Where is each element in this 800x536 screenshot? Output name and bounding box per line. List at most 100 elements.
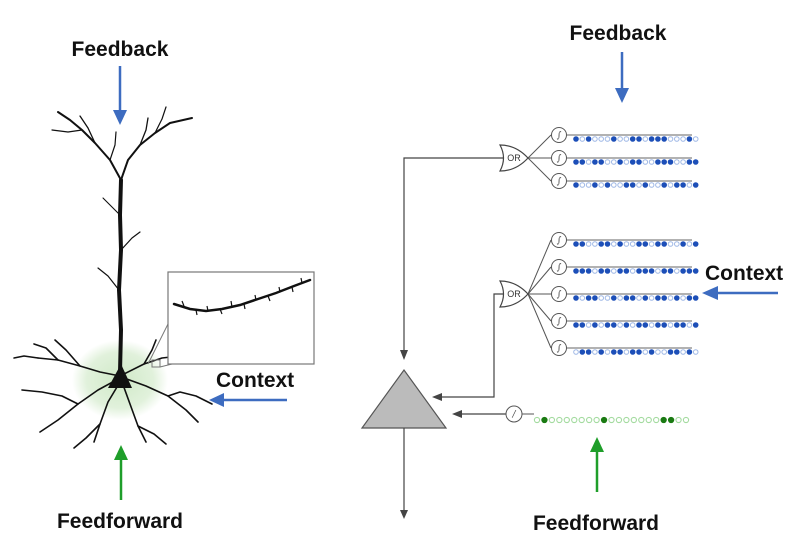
inactive-synapse	[686, 241, 693, 247]
active-synapse	[692, 268, 699, 274]
active-synapse	[642, 295, 649, 301]
active-synapse	[611, 322, 617, 328]
active-synapse	[661, 241, 668, 247]
inactive-synapse	[579, 295, 586, 301]
inactive-synapse	[617, 182, 623, 188]
right-feedforward-arrow	[590, 437, 604, 492]
context-segment: ∫	[551, 232, 699, 248]
inset-dendrite-zoom	[147, 271, 315, 368]
sigmoid-symbol: ∫	[557, 263, 562, 273]
inactive-synapse	[629, 268, 636, 274]
sigmoid-symbol: ∫	[557, 236, 562, 246]
active-synapse	[680, 268, 686, 274]
context-path	[432, 293, 508, 401]
inactive-synapse	[674, 159, 680, 165]
active-synapse	[674, 295, 680, 301]
active-synapse	[573, 295, 579, 301]
inactive-synapse	[655, 268, 661, 274]
or-gate-context-label: OR	[507, 289, 521, 299]
inactive-synapse	[692, 349, 699, 355]
inactive-synapse	[604, 136, 611, 142]
inactive-synapse	[611, 182, 617, 188]
inactive-synapse	[617, 322, 623, 328]
active-synapse	[579, 159, 586, 165]
inactive-synapse	[667, 241, 674, 247]
active-synapse	[573, 159, 579, 165]
active-synapse	[636, 349, 642, 355]
context-segment: ∫	[551, 286, 699, 302]
inactive-synapse	[579, 182, 586, 188]
sigmoid-node	[551, 313, 567, 329]
active-synapse	[680, 241, 686, 247]
inactive-synapse	[655, 182, 661, 188]
inactive-synapse	[642, 349, 649, 355]
active-synapse	[573, 241, 579, 247]
sigmoid-symbol: ∫	[557, 154, 562, 164]
active-synapse	[604, 268, 611, 274]
active-synapse	[680, 322, 686, 328]
active-synapse	[692, 322, 699, 328]
inactive-synapse	[692, 136, 699, 142]
active-synapse	[692, 159, 699, 165]
active-synapse	[604, 322, 611, 328]
active-synapse	[623, 295, 630, 301]
feedforward-synapses	[533, 416, 690, 424]
inactive-ff-synapse	[563, 416, 570, 424]
inactive-ff-synapse	[675, 416, 682, 424]
inactive-synapse	[604, 349, 611, 355]
left-context-arrow	[209, 393, 287, 407]
htm-neuron-model: OR OR ∫∫∫∫∫∫∫∫ /	[360, 127, 699, 519]
inactive-synapse	[686, 182, 693, 188]
inactive-synapse	[667, 295, 674, 301]
active-synapse	[579, 349, 586, 355]
active-synapse	[680, 182, 686, 188]
inactive-synapse	[604, 295, 611, 301]
active-ff-synapse	[667, 416, 675, 424]
active-synapse	[642, 182, 649, 188]
right-feedback-arrow	[615, 52, 629, 103]
inactive-ff-synapse	[630, 416, 637, 424]
active-synapse	[692, 295, 699, 301]
active-synapse	[598, 349, 605, 355]
inactive-synapse	[648, 241, 655, 247]
inactive-synapse	[680, 136, 686, 142]
or-gate-context-wires	[527, 239, 552, 349]
active-synapse	[592, 182, 598, 188]
inactive-synapse	[674, 268, 680, 274]
inactive-ff-synapse	[533, 416, 541, 424]
active-synapse	[674, 182, 680, 188]
active-synapse	[655, 159, 661, 165]
inactive-synapse	[579, 136, 586, 142]
active-synapse	[585, 295, 592, 301]
left-feedforward-label: Feedforward	[57, 510, 183, 533]
inactive-synapse	[629, 322, 636, 328]
active-synapse	[655, 322, 661, 328]
inactive-synapse	[629, 241, 636, 247]
gate-input-wire	[527, 134, 552, 159]
inactive-synapse	[592, 268, 598, 274]
active-synapse	[611, 349, 617, 355]
inactive-synapse	[598, 136, 605, 142]
active-synapse	[636, 241, 642, 247]
active-synapse	[648, 349, 655, 355]
inactive-synapse	[611, 241, 617, 247]
active-synapse	[661, 136, 668, 142]
gate-input-wire	[527, 266, 552, 295]
inactive-synapse	[617, 136, 623, 142]
active-synapse	[674, 349, 680, 355]
inactive-synapse	[585, 159, 592, 165]
active-synapse	[629, 136, 636, 142]
basal-dendrites	[13, 339, 213, 449]
active-synapse	[686, 349, 693, 355]
active-synapse	[592, 295, 598, 301]
inactive-ff-synapse	[548, 416, 556, 424]
gate-input-wire	[527, 239, 552, 295]
right-context-arrow	[702, 286, 778, 300]
active-synapse	[629, 159, 636, 165]
inactive-ff-synapse	[571, 416, 578, 424]
active-synapse	[579, 241, 586, 247]
inactive-ff-synapse	[682, 416, 690, 424]
gate-input-wire	[527, 293, 552, 349]
